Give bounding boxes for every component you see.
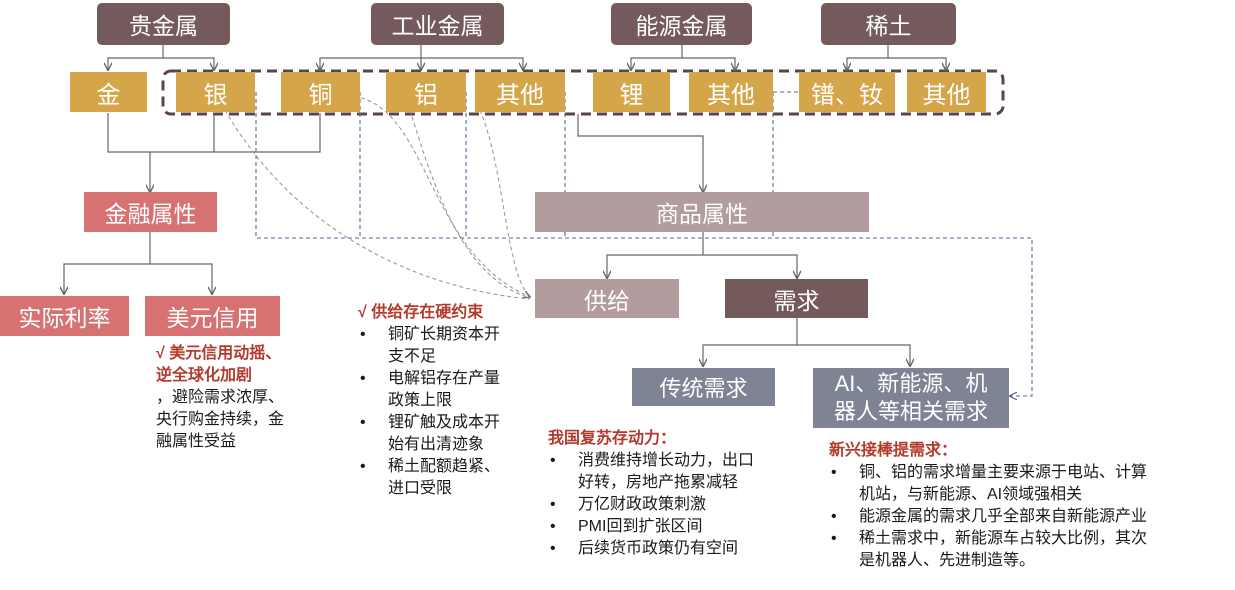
metal-energy-other: 其他 [689,72,773,112]
note-financial-line-3: 融属性受益 [156,433,237,450]
list-item: 稀土配额趋紧、进口受限 [358,456,538,500]
metal-aluminum: 铝 [386,72,466,112]
industrial-group-outline [161,69,1005,116]
metal-industrial-other: 其他 [475,72,565,112]
traditional-demand: 传统需求 [632,368,775,406]
metal-gold: 金 [70,72,147,112]
metal-praseodymium-neodymium: 镨、钕 [799,72,895,112]
real-interest-rate: 实际利率 [0,296,129,336]
emerging-demand: AI、新能源、机 器人等相关需求 [813,368,1009,428]
financial-attribute: 金融属性 [84,192,217,232]
emerging-demand-line1: AI、新能源、机 [834,371,988,396]
category-rare-earth: 稀土 [821,3,956,45]
commodity-attribute: 商品属性 [535,192,869,232]
metal-copper: 铜 [281,72,360,112]
emerging-demand-line2: 器人等相关需求 [833,399,988,424]
metal-rare-earth-other: 其他 [907,72,986,112]
category-energy-metals: 能源金属 [611,3,752,45]
note-financial-title-2: 逆全球化加剧 [156,367,253,384]
note-financial: √ 美元信用动摇、 逆全球化加剧 ，避险需求浓厚、 央行购金持续，金 融属性受益 [156,343,326,453]
list-item: 能源金属的需求几乎全部来自新能源产业 [829,506,1229,528]
usd-credit: 美元信用 [145,296,280,336]
category-industrial-metals: 工业金属 [371,3,504,45]
note-recovery-title: 我国复苏存动力： [548,430,677,447]
note-financial-line-1: ，避险需求浓厚、 [156,389,285,406]
metal-silver: 银 [176,72,255,112]
demand-box: 需求 [725,279,868,318]
category-precious-metals: 贵金属 [97,3,230,45]
note-emerging-title: 新兴接棒提需求： [829,442,958,459]
list-item: PMI回到扩张区间 [548,516,808,538]
note-emerging: 新兴接棒提需求： 铜、铝的需求增量主要来源于电站、计算机站，与新能源、AI领域强… [829,440,1229,572]
list-item: 后续货币政策仍有空间 [548,538,808,560]
metal-lithium: 锂 [593,72,670,112]
note-supply-title: √ 供给存在硬约束 [358,304,484,321]
note-financial-title-1: √ 美元信用动摇、 [156,345,282,362]
note-financial-line-2: 央行购金持续，金 [156,411,285,428]
list-item: 万亿财政政策刺激 [548,494,808,516]
supply-box: 供给 [535,279,679,318]
